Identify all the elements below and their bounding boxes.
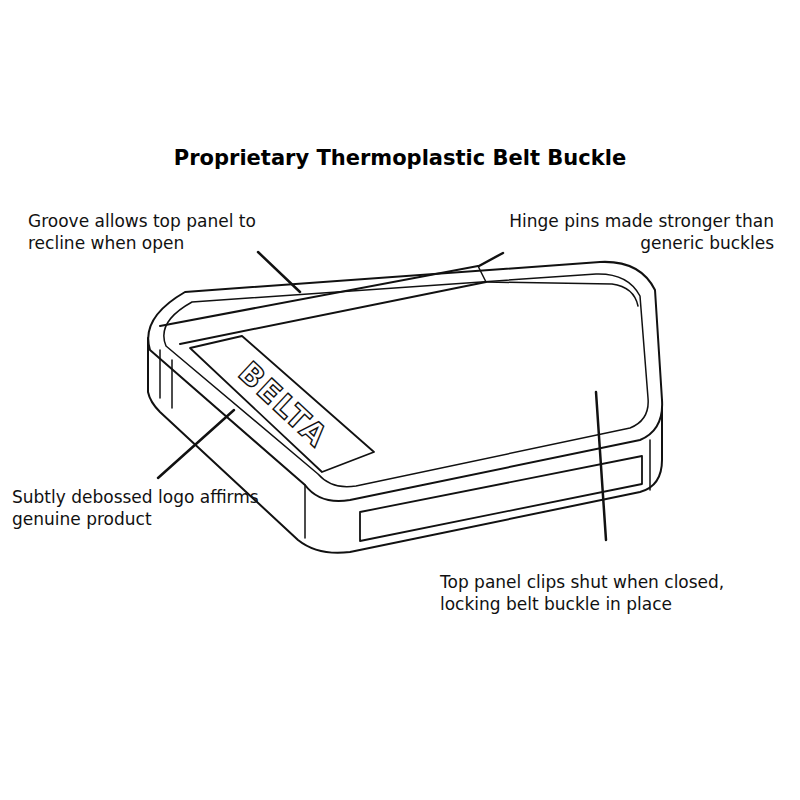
side-notch [171, 360, 173, 408]
side-notch [159, 350, 161, 398]
groove-line [180, 282, 486, 344]
logo-plate [190, 336, 374, 472]
top-panel-rim [164, 274, 648, 487]
callout-text: Hinge pins made stronger than generic bu… [478, 210, 774, 254]
callout-text: Subtly debossed logo affirms genuine pro… [12, 486, 274, 530]
hinge-edge [478, 266, 638, 306]
leader-line [596, 392, 606, 540]
leader-line [158, 410, 234, 478]
corner-edge [304, 485, 306, 538]
corner-edge [649, 440, 651, 490]
callout-text: Top panel clips shut when closed, lockin… [440, 571, 790, 615]
belt-slot [360, 456, 642, 541]
callout-text: Groove allows top panel to recline when … [28, 210, 278, 254]
groove-line [160, 266, 478, 326]
buckle-top-face [148, 262, 662, 501]
diagram-title: Proprietary Thermoplastic Belt Buckle [0, 146, 800, 170]
leader-line [258, 252, 300, 292]
leader-line [479, 253, 503, 266]
